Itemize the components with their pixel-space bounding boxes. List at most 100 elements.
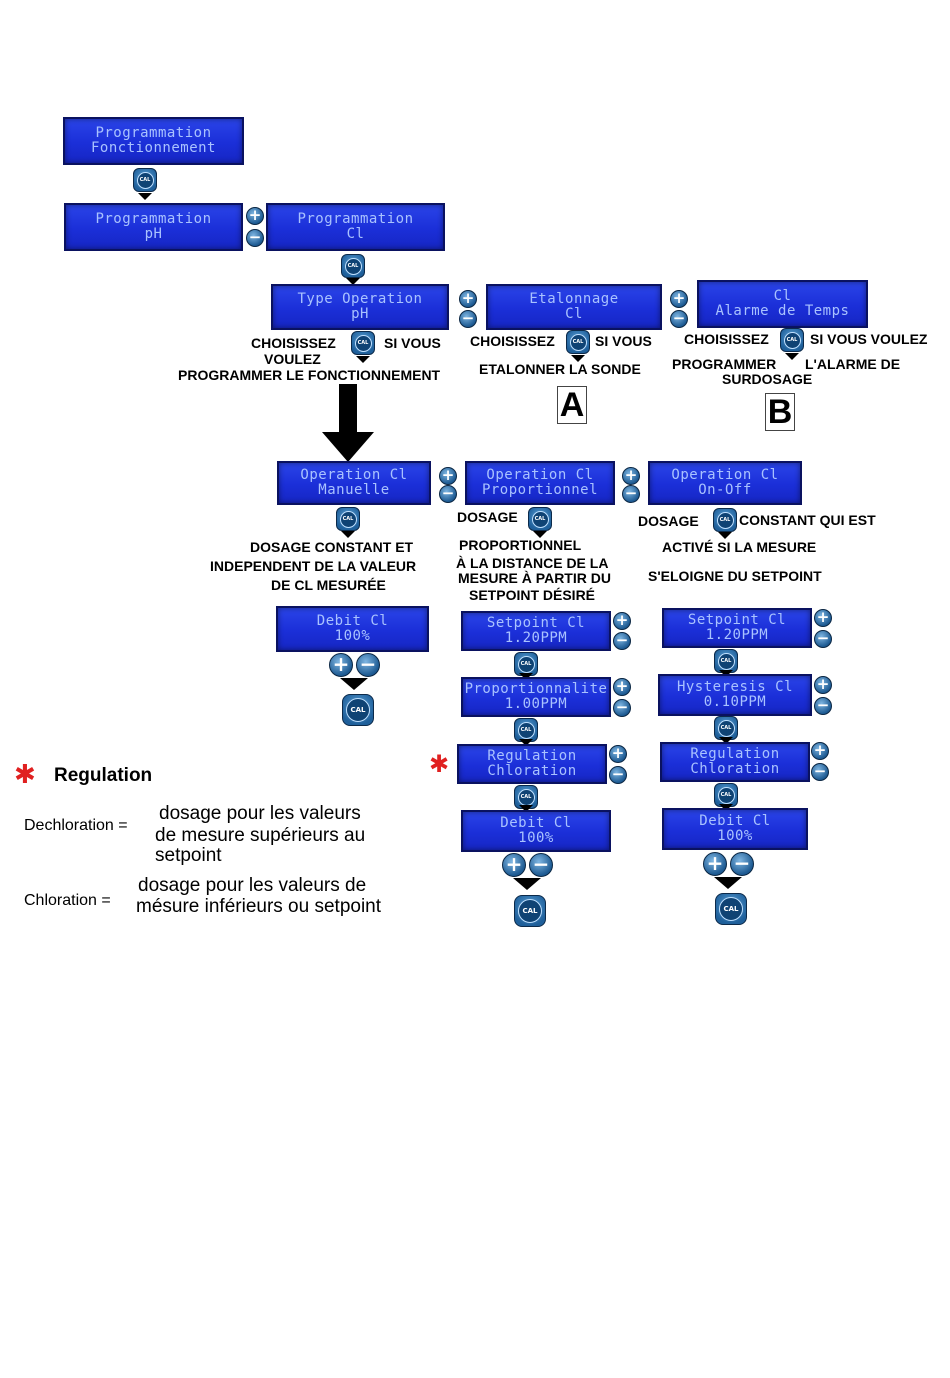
arrow-down-icon <box>519 673 533 680</box>
arrow-down-icon <box>519 805 533 812</box>
caption-choose-al-5: SURDOSAGE <box>722 371 813 387</box>
cal-button[interactable]: CAL <box>713 508 737 532</box>
cal-label: CAL <box>136 171 154 189</box>
legend-dechloration-line-3: setpoint <box>155 845 222 866</box>
caption-choose-ph-2: SI VOUS <box>384 335 441 351</box>
plus-button[interactable]: + <box>622 467 640 485</box>
cal-button[interactable]: CAL <box>566 330 590 354</box>
caption-manuelle-1: DOSAGE CONSTANT ET <box>250 539 414 555</box>
screen-line-1: Operation Cl <box>671 467 779 483</box>
big-arrow-down-icon <box>322 384 374 462</box>
legend-chloration-line-2: mésure inférieurs ou setpoint <box>136 896 382 917</box>
caption-choose-eta-1: CHOISISSEZ <box>470 333 555 349</box>
cal-button[interactable]: CAL <box>342 694 374 726</box>
cal-button[interactable]: CAL <box>780 328 804 352</box>
plus-button[interactable]: + <box>613 678 631 696</box>
cal-label: CAL <box>517 721 535 739</box>
screen-line-1: Operation Cl <box>486 467 594 483</box>
screen-line-2: Fonctionnement <box>90 140 216 156</box>
screen-line-2: Chloration <box>690 761 780 777</box>
plus-button[interactable]: + <box>814 676 832 694</box>
cal-button[interactable]: CAL <box>133 168 157 192</box>
plus-button[interactable]: + <box>609 745 627 763</box>
screen-programmation-ph: Programmation pH <box>64 203 243 251</box>
minus-button[interactable]: − <box>730 852 754 876</box>
screen-proportionnalite: Proportionnalite 1.00PPM <box>461 677 611 717</box>
minus-button[interactable]: − <box>811 763 829 781</box>
plus-button[interactable]: + <box>670 290 688 308</box>
cal-button[interactable]: CAL <box>715 893 747 925</box>
caption-onoff-2: S'ELOIGNE DU SETPOINT <box>648 568 822 584</box>
minus-button[interactable]: − <box>613 699 631 717</box>
minus-button[interactable]: − <box>670 310 688 328</box>
screen-line-1: Programmation <box>95 211 212 227</box>
cal-button[interactable]: CAL <box>514 652 538 676</box>
minus-button[interactable]: − <box>439 485 457 503</box>
arrow-down-icon <box>714 877 742 889</box>
screen-line-2: Chloration <box>487 763 577 779</box>
caption-choose-eta-2: SI VOUS <box>595 333 652 349</box>
plus-button[interactable]: + <box>613 612 631 630</box>
arrow-down-icon <box>785 353 799 360</box>
plus-button[interactable]: + <box>329 653 353 677</box>
plus-button[interactable]: + <box>439 467 457 485</box>
screen-line-2: 100% <box>717 828 753 844</box>
minus-button[interactable]: − <box>622 485 640 503</box>
cal-button[interactable]: CAL <box>351 331 375 355</box>
caption-choose-ph-1: CHOISISSEZ <box>251 335 336 351</box>
cal-button[interactable]: CAL <box>341 254 365 278</box>
screen-line-1: Operation Cl <box>300 467 408 483</box>
minus-button[interactable]: − <box>459 310 477 328</box>
plus-button[interactable]: + <box>703 852 727 876</box>
cal-label: CAL <box>518 899 542 923</box>
arrow-down-icon <box>533 531 547 538</box>
screen-line-1: Debit Cl <box>699 813 771 829</box>
screen-line-1: Programmation <box>95 125 212 141</box>
caption-choose-al-2: SI VOUS VOULEZ <box>810 331 928 347</box>
legend-dechloration-line-2: de mesure supérieurs au <box>155 825 366 846</box>
minus-button[interactable]: − <box>609 766 627 784</box>
caption-onoff-0b: CONSTANT QUI EST <box>739 512 876 528</box>
minus-button[interactable]: − <box>356 653 380 677</box>
caption-prop-2: À LA DISTANCE DE LA <box>456 555 609 571</box>
screen-line-2: Cl <box>346 226 365 242</box>
minus-button[interactable]: − <box>246 229 264 247</box>
plus-button[interactable]: + <box>814 609 832 627</box>
arrow-down-icon <box>513 878 541 890</box>
cal-button[interactable]: CAL <box>528 507 552 531</box>
plus-button[interactable]: + <box>811 742 829 760</box>
plus-button[interactable]: + <box>246 207 264 225</box>
plus-button[interactable]: + <box>459 290 477 308</box>
legend-dechloration-line-1: dosage pour les valeurs <box>159 803 361 824</box>
cal-label: CAL <box>346 698 370 722</box>
caption-manuelle-2: INDEPENDENT DE LA VALEUR <box>210 558 417 574</box>
screen-line-2: On-Off <box>698 482 752 498</box>
screen-operation-proportionnel: Operation Cl Proportionnel <box>465 461 615 505</box>
arrow-down-icon <box>138 193 152 200</box>
screen-setpoint-onoff: Setpoint Cl 1.20PPM <box>662 608 812 648</box>
minus-button[interactable]: − <box>814 697 832 715</box>
screen-operation-manuelle: Operation Cl Manuelle <box>277 461 431 505</box>
arrow-down-icon <box>340 678 368 690</box>
screen-debit-prop: Debit Cl 100% <box>461 810 611 852</box>
cal-button[interactable]: CAL <box>336 507 360 531</box>
regulation-star-icon: ✱ <box>429 750 450 778</box>
cal-label: CAL <box>783 331 801 349</box>
screen-line-2: Cl <box>565 306 583 322</box>
minus-button[interactable]: − <box>529 853 553 877</box>
arrow-down-icon <box>346 278 360 285</box>
cal-label: CAL <box>717 652 735 670</box>
caption-prop-4: SETPOINT DÉSIRÉ <box>469 587 596 603</box>
caption-prop-3: MESURE À PARTIR DU <box>458 570 611 586</box>
caption-choose-al-4: L'ALARME DE <box>805 356 901 372</box>
plus-button[interactable]: + <box>502 853 526 877</box>
minus-button[interactable]: − <box>613 632 631 650</box>
cal-button[interactable]: CAL <box>714 716 738 740</box>
screen-alarme-temps: Cl Alarme de Temps <box>697 280 868 328</box>
minus-button[interactable]: − <box>814 630 832 648</box>
screen-line-1: Programmation <box>297 211 414 227</box>
screen-line-2: 1.20PPM <box>504 630 568 646</box>
cal-button[interactable]: CAL <box>514 895 546 927</box>
caption-choose-al-1: CHOISISSEZ <box>684 331 769 347</box>
arrow-down-icon <box>356 356 370 363</box>
